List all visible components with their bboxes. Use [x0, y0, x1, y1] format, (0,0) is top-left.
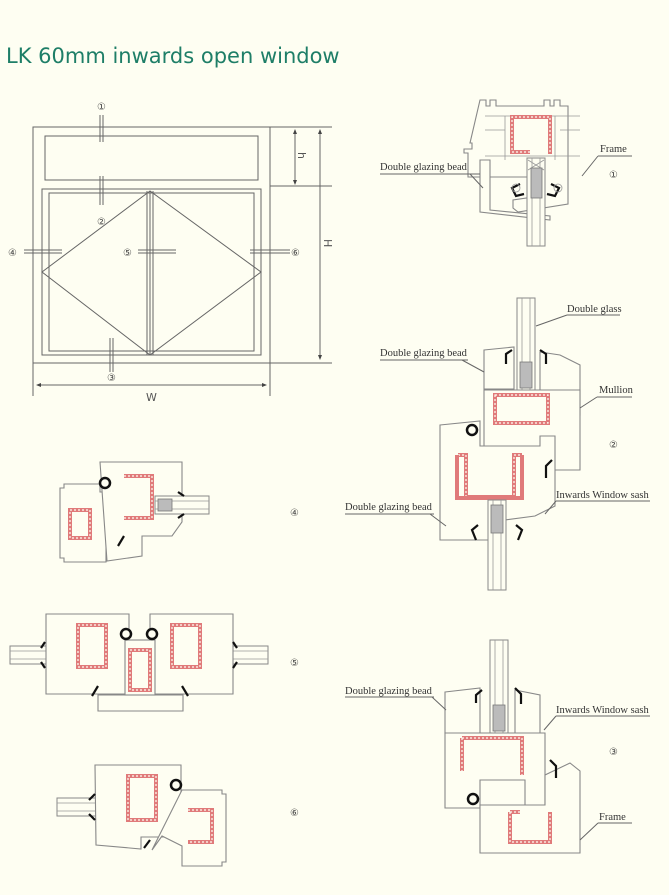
- section-6: ⑥: [56, 764, 299, 867]
- outer-frame: [32, 126, 271, 364]
- window-elevation: ① ② ③ ④ ⑤ ⑥ h H W: [8, 102, 334, 404]
- section-marker-1: ①: [609, 170, 618, 181]
- dim-h: h: [295, 152, 308, 159]
- label-inwards-window-sash-2: Inwards Window sash: [556, 490, 649, 501]
- section-1: Double glazing bead Frame ①: [380, 99, 632, 247]
- section-marker-2: ②: [609, 440, 618, 451]
- label-frame-3: Frame: [599, 812, 626, 823]
- marker-1: ①: [97, 102, 106, 113]
- label-double-glazing-bead-2: Double glazing bead: [380, 348, 468, 359]
- section-5: ⑤: [9, 613, 299, 712]
- marker-4: ④: [8, 248, 17, 259]
- marker-6: ⑥: [291, 248, 300, 259]
- section-3: Double glazing bead Inwards Window sash …: [345, 639, 650, 854]
- label-mullion: Mullion: [599, 385, 634, 396]
- section-marker-3: ③: [609, 747, 618, 758]
- label-double-glazing-bead-4: Double glazing bead: [345, 686, 433, 697]
- page-title: LK 60mm inwards open window: [6, 44, 340, 68]
- section-marker-4: ④: [290, 508, 299, 519]
- section-4: ④: [59, 461, 299, 563]
- dim-H: H: [321, 239, 334, 247]
- marker-3: ③: [107, 373, 116, 384]
- marker-2: ②: [97, 217, 106, 228]
- marker-5: ⑤: [123, 248, 132, 259]
- opening-indicator: [41, 190, 262, 356]
- section-marker-5: ⑤: [290, 658, 299, 669]
- label-double-glazing-bead-1: Double glazing bead: [380, 162, 468, 173]
- dim-W: W: [146, 391, 157, 404]
- section-marker-6: ⑥: [290, 808, 299, 819]
- section-2: Double glass Double glazing bead Mullion…: [345, 297, 650, 591]
- label-double-glazing-bead-3: Double glazing bead: [345, 502, 433, 513]
- sash-inner: [48, 192, 255, 352]
- transom-pane: [44, 135, 259, 181]
- label-inwards-window-sash-3: Inwards Window sash: [556, 705, 649, 716]
- sash-outer: [41, 188, 262, 356]
- label-double-glass: Double glass: [567, 304, 622, 315]
- label-frame-1: Frame: [600, 144, 627, 155]
